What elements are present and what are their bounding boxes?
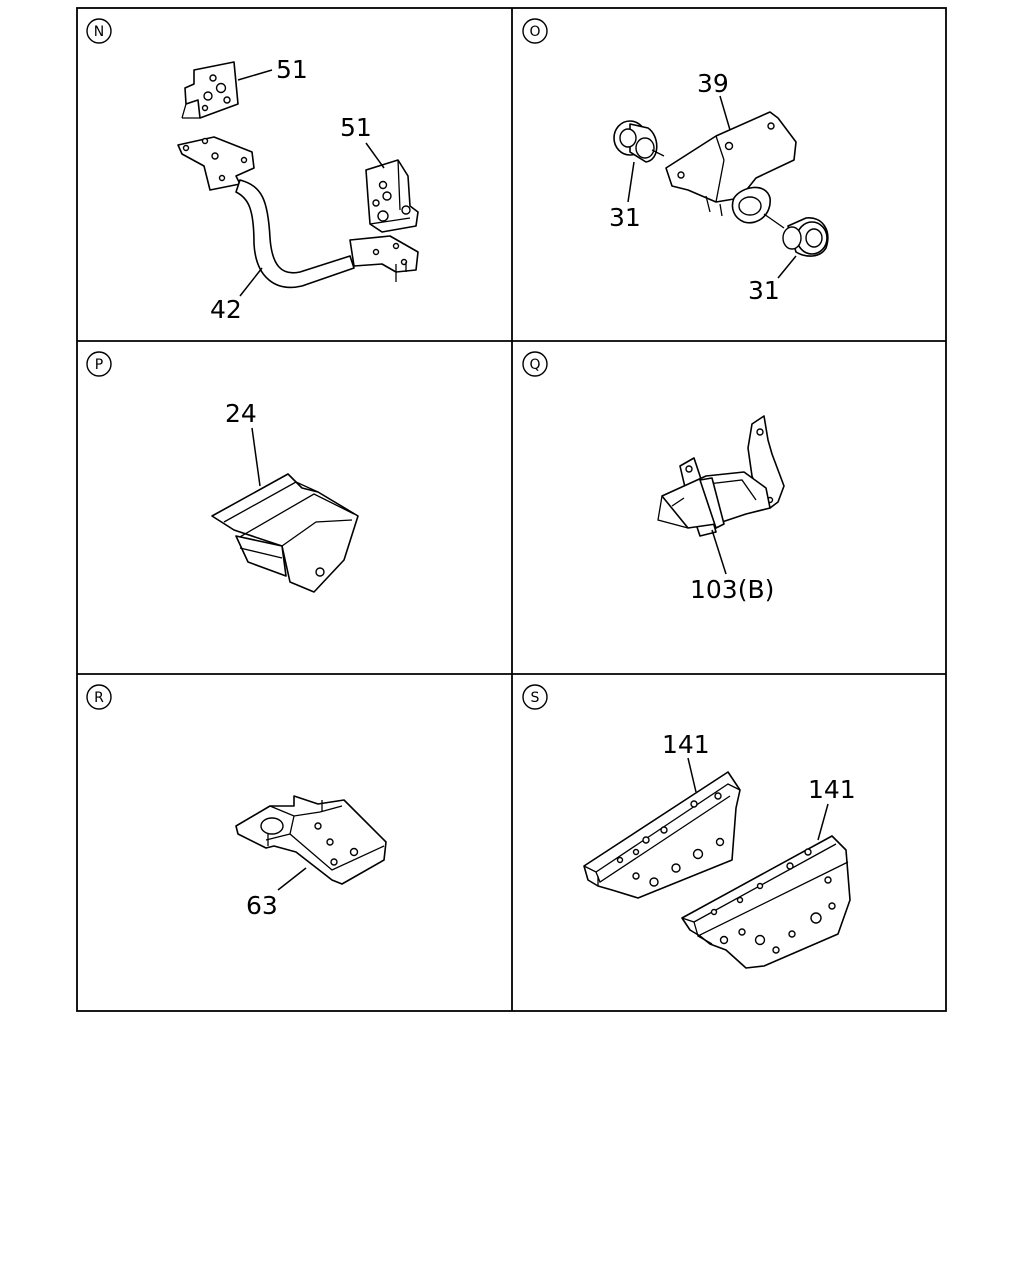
bracket-part-141-right — [681, 835, 851, 969]
callout-31-left: 31 — [609, 203, 641, 232]
svg-text:Q: Q — [529, 357, 540, 373]
panel-n: N 51 51 — [86, 18, 419, 324]
bushing-part-31-right — [763, 213, 829, 257]
svg-text:N: N — [94, 24, 104, 40]
callout-39-bracket: 39 — [697, 69, 729, 98]
bracket-part-103b — [657, 415, 785, 537]
panel-p: P 24 — [86, 351, 359, 593]
grid-frame — [76, 7, 947, 1012]
callout-51-right: 51 — [340, 113, 372, 142]
panel-o: O 39 31 — [522, 18, 829, 305]
bushing-part-31-left — [613, 120, 665, 163]
panel-letter-badge: S — [522, 684, 548, 710]
callout-63: 63 — [246, 891, 278, 920]
svg-text:R: R — [94, 690, 104, 706]
callout-31-right: 31 — [748, 276, 780, 305]
callout-103b: 103(B) — [690, 575, 774, 604]
callout-42: 42 — [210, 295, 242, 324]
svg-text:O: O — [529, 24, 540, 40]
bracket-part-51-right — [365, 159, 419, 233]
spring-bracket-part-39 — [665, 111, 797, 224]
callout-51-top: 51 — [276, 55, 308, 84]
svg-text:S: S — [531, 690, 540, 706]
panel-r: R 63 — [86, 684, 387, 920]
panel-letter-badge: R — [86, 684, 112, 710]
bracket-part-141-left — [583, 771, 741, 899]
bracket-part-51-top — [181, 61, 239, 119]
panel-letter-badge: P — [86, 351, 112, 377]
bracket-part-63 — [235, 795, 387, 885]
panel-letter-badge: Q — [522, 351, 548, 377]
bracket-part-24 — [211, 473, 359, 593]
crossmember-part-42 — [177, 136, 419, 289]
panel-s: S 141 — [522, 684, 856, 969]
panel-q: Q 103(B) — [522, 351, 785, 604]
callout-141-right: 141 — [808, 775, 856, 804]
callout-141-left: 141 — [662, 730, 710, 759]
callout-24: 24 — [225, 399, 257, 428]
panel-letter-badge: N — [86, 18, 112, 44]
panel-letter-badge: O — [522, 18, 548, 44]
svg-text:P: P — [95, 357, 103, 373]
